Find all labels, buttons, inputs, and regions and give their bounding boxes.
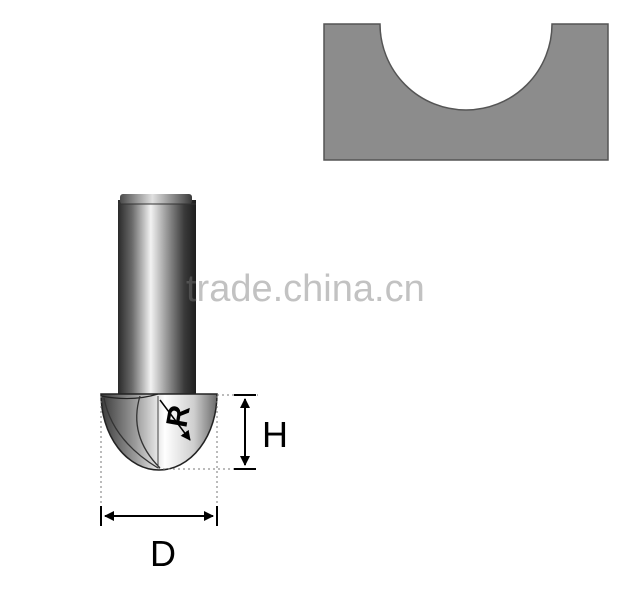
radius-arrow	[159, 399, 191, 441]
shank	[118, 194, 196, 394]
cutter-head	[100, 393, 218, 471]
diameter-label: D	[150, 533, 176, 574]
height-dimension	[234, 394, 256, 470]
height-label: H	[262, 414, 288, 455]
cut-profile	[323, 23, 609, 161]
diameter-dimension	[100, 506, 218, 526]
